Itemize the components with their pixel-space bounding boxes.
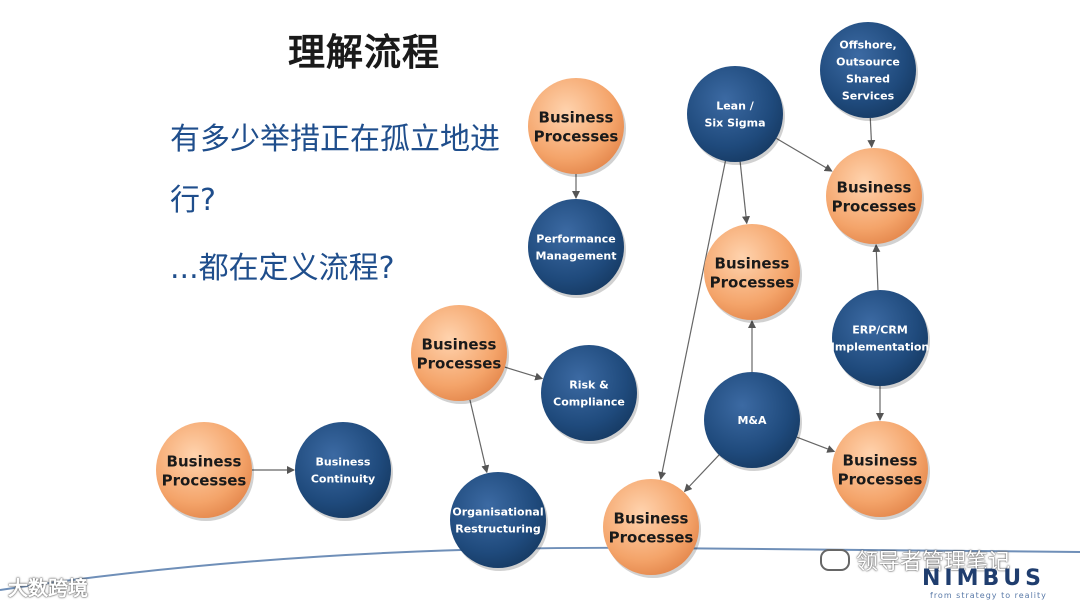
edge-offshore-bp2 (867, 117, 876, 149)
edge-ma-bp5 (796, 436, 836, 453)
node-circle (528, 199, 624, 295)
node-circle (411, 305, 507, 401)
edge-lean-bp7 (658, 160, 727, 480)
node-label: Services (842, 90, 895, 103)
node-label: Processes (710, 274, 795, 292)
node-circle (820, 22, 916, 118)
node-circle (603, 479, 699, 575)
node-label: Business (167, 453, 242, 471)
node-label: Offshore, (839, 39, 896, 52)
node-circle (832, 421, 928, 517)
node-label: Business (837, 179, 912, 197)
edge-erp-bp2 (872, 243, 881, 291)
node-label: Implementation (831, 341, 930, 354)
node-label: M&A (737, 414, 767, 427)
question-line-1: 有多少举措正在孤立地进 (170, 122, 500, 157)
node-label: ERP/CRM (852, 324, 908, 337)
node-circle (704, 372, 800, 468)
node-circle (295, 422, 391, 518)
node-label: Organisational (452, 506, 543, 519)
node-circle (826, 148, 922, 244)
nimbus-logo: NIMBUS (922, 566, 1045, 591)
node-label: Business (843, 452, 918, 470)
node-label: Processes (534, 128, 619, 146)
node-label: Management (536, 250, 617, 263)
node-label: Performance (536, 233, 615, 246)
node-label: Risk & (569, 379, 609, 392)
node-label: Processes (417, 355, 502, 373)
node-label: Business (715, 255, 790, 273)
node-label: Processes (832, 198, 917, 216)
node-label: Six Sigma (704, 117, 765, 130)
node-risk: Risk & Compliance (541, 345, 639, 444)
node-label: Business (422, 336, 497, 354)
node-label: Shared (846, 73, 890, 86)
swoosh-line (0, 546, 1080, 591)
node-ma: M&A (704, 372, 802, 471)
question-line-2: 行? (170, 183, 216, 218)
logo-tagline: from strategy to reality (930, 591, 1047, 600)
node-circle (832, 290, 928, 386)
node-label: Continuity (311, 473, 375, 486)
watermark-right: 领导者管理笔记 (820, 544, 1010, 576)
edges-layer (252, 117, 884, 493)
node-circle (156, 422, 252, 518)
node-label: Business (614, 510, 689, 528)
node-circle (541, 345, 637, 441)
edge-ma-bp7 (683, 454, 720, 493)
node-erp: ERP/CRM Implementation (831, 290, 930, 389)
node-label: Business (316, 456, 371, 469)
node-label: Outsource (836, 56, 900, 69)
nodes-layer: BusinessProcessesPerformanceManagementLe… (156, 22, 930, 578)
node-circle (704, 224, 800, 320)
node-label: Business (539, 109, 614, 127)
edge-bp4-risk (504, 366, 544, 381)
node-label: Compliance (553, 396, 625, 409)
node-label: Processes (609, 529, 694, 547)
question-line-3: ...都在定义流程? (170, 251, 395, 286)
edge-lean-bp2 (776, 137, 833, 172)
node-label: Restructuring (455, 523, 541, 536)
node-circle (687, 66, 783, 162)
node-circle (528, 78, 624, 174)
node-label: Processes (162, 472, 247, 490)
node-label: Processes (838, 471, 923, 489)
slide-title: 理解流程 (288, 31, 440, 74)
node-lean: Lean / Six Sigma (687, 66, 785, 165)
watermark-right-text: 领导者管理笔记 (856, 550, 1011, 575)
node-label: Lean / (716, 100, 755, 113)
edge-lean-bp3 (739, 161, 750, 225)
node-circle (450, 472, 546, 568)
edge-bp4-org (469, 399, 490, 474)
chat-icon (820, 549, 850, 571)
watermark-left: 大数跨境 (8, 576, 88, 600)
